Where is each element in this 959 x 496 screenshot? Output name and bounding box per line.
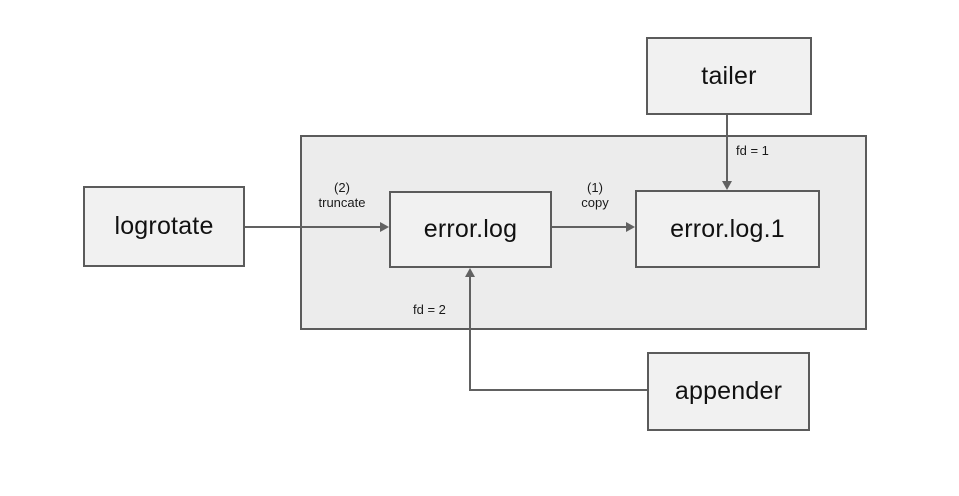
node-logrotate: logrotate [83,186,245,267]
node-tailer: tailer [646,37,812,115]
edge-fd2-arrowhead-icon [465,268,475,277]
edge-truncate-label-action: truncate [318,195,366,210]
edge-copy-label-step: (1) [587,180,603,195]
node-appender-label: appender [674,377,783,405]
node-logrotate-label: logrotate [114,212,214,240]
node-error-log-1-label: error.log.1 [670,214,785,243]
edge-fd1-label: fd = 1 [736,143,769,158]
node-appender: appender [647,352,810,431]
edge-copy-label: (1) copy [558,180,632,210]
node-error-log: error.log [389,191,552,268]
edge-copy-arrowhead-icon [626,222,635,232]
edge-copy-line [552,226,627,228]
edge-fd2-vertical-line [469,277,471,391]
node-tailer-label: tailer [701,61,757,90]
edge-truncate-line [244,226,381,228]
edge-truncate-arrowhead-icon [380,222,389,232]
edge-fd1-line [726,114,728,181]
edge-truncate-label: (2) truncate [305,180,379,210]
edge-fd2-label: fd = 2 [413,302,446,317]
edge-truncate-label-step: (2) [334,180,350,195]
node-error-log-1: error.log.1 [635,190,820,268]
edge-copy-label-action: copy [581,195,609,210]
edge-fd2-horizontal-line [470,389,647,391]
edge-fd1-arrowhead-icon [722,181,732,190]
node-error-log-label: error.log [423,215,518,243]
